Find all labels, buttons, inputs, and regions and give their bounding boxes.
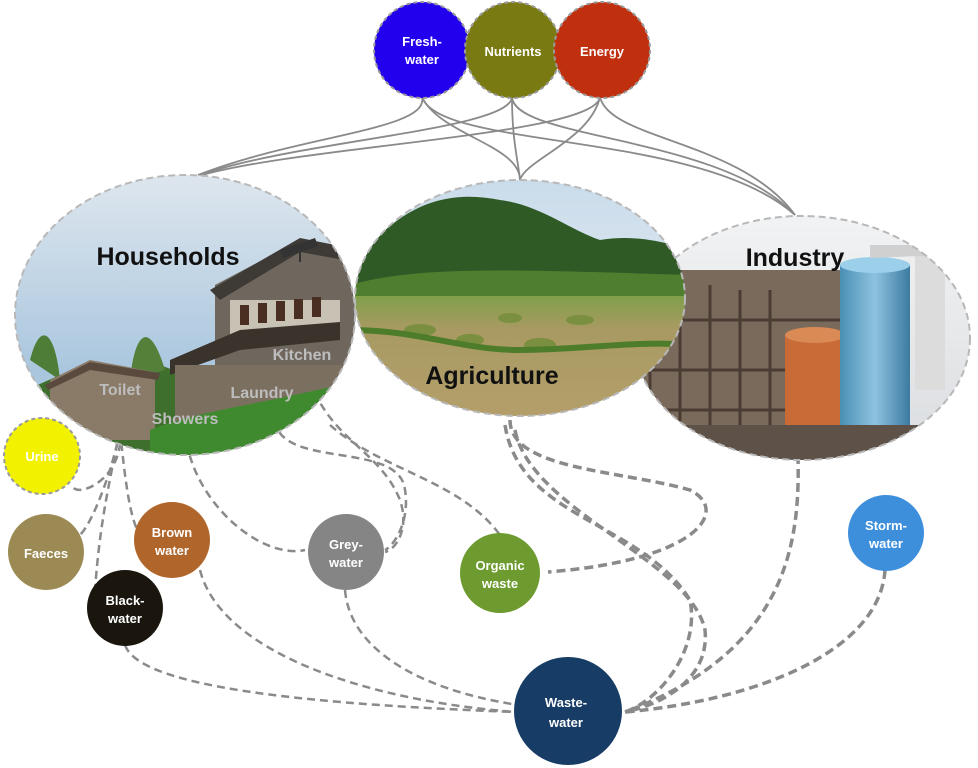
households-node: Households Kitchen Toilet Laundry Shower…: [14, 174, 356, 456]
blackwater-label-2: water: [107, 611, 142, 626]
freshwater-node: Fresh- water: [373, 1, 471, 99]
greywater-node: Grey- water: [308, 514, 384, 590]
agri-industry-connectors: [503, 419, 887, 714]
agriculture-title: Agriculture: [425, 362, 558, 390]
urine-label: Urine: [25, 449, 58, 464]
organicwaste-label-1: Organic: [475, 558, 524, 573]
stormwater-node: Storm- water: [848, 495, 924, 571]
laundry-label: Laundry: [230, 385, 293, 402]
greywater-label-1: Grey-: [329, 537, 363, 552]
kitchen-label: Kitchen: [273, 347, 332, 364]
brownwater-label-2: water: [154, 543, 189, 558]
greywater-label-2: water: [328, 555, 363, 570]
waste-connectors: [70, 379, 519, 714]
blackwater-label-1: Black-: [105, 593, 144, 608]
organicwaste-node: Organic waste: [460, 533, 540, 613]
energy-label: Energy: [580, 44, 625, 59]
industry-node: Industry: [633, 215, 971, 461]
freshwater-label-1: Fresh-: [402, 34, 442, 49]
nutrients-node: Nutrients: [464, 1, 562, 99]
agriculture-node: Agriculture: [354, 179, 686, 417]
industry-title: Industry: [746, 244, 845, 272]
brownwater-node: Brown water: [134, 502, 210, 578]
blackwater-node: Black- water: [87, 570, 163, 646]
stormwater-label-2: water: [868, 536, 903, 551]
toilet-label: Toilet: [99, 382, 141, 399]
organicwaste-label-2: waste: [481, 576, 518, 591]
wastewater-label-1: Waste-: [545, 695, 587, 710]
faeces-node: Faeces: [8, 514, 84, 590]
wastewater-node: Waste- water: [514, 657, 622, 765]
households-title: Households: [96, 243, 239, 271]
resource-connectors: [197, 96, 796, 216]
brownwater-label-1: Brown: [152, 525, 193, 540]
energy-node: Energy: [553, 1, 651, 99]
wastewater-label-2: water: [548, 715, 583, 730]
freshwater-label-2: water: [404, 52, 439, 67]
stormwater-label-1: Storm-: [865, 518, 907, 533]
showers-label: Showers: [152, 411, 219, 428]
faeces-label: Faeces: [24, 546, 68, 561]
urine-node: Urine: [3, 417, 81, 495]
nutrients-label: Nutrients: [484, 44, 541, 59]
